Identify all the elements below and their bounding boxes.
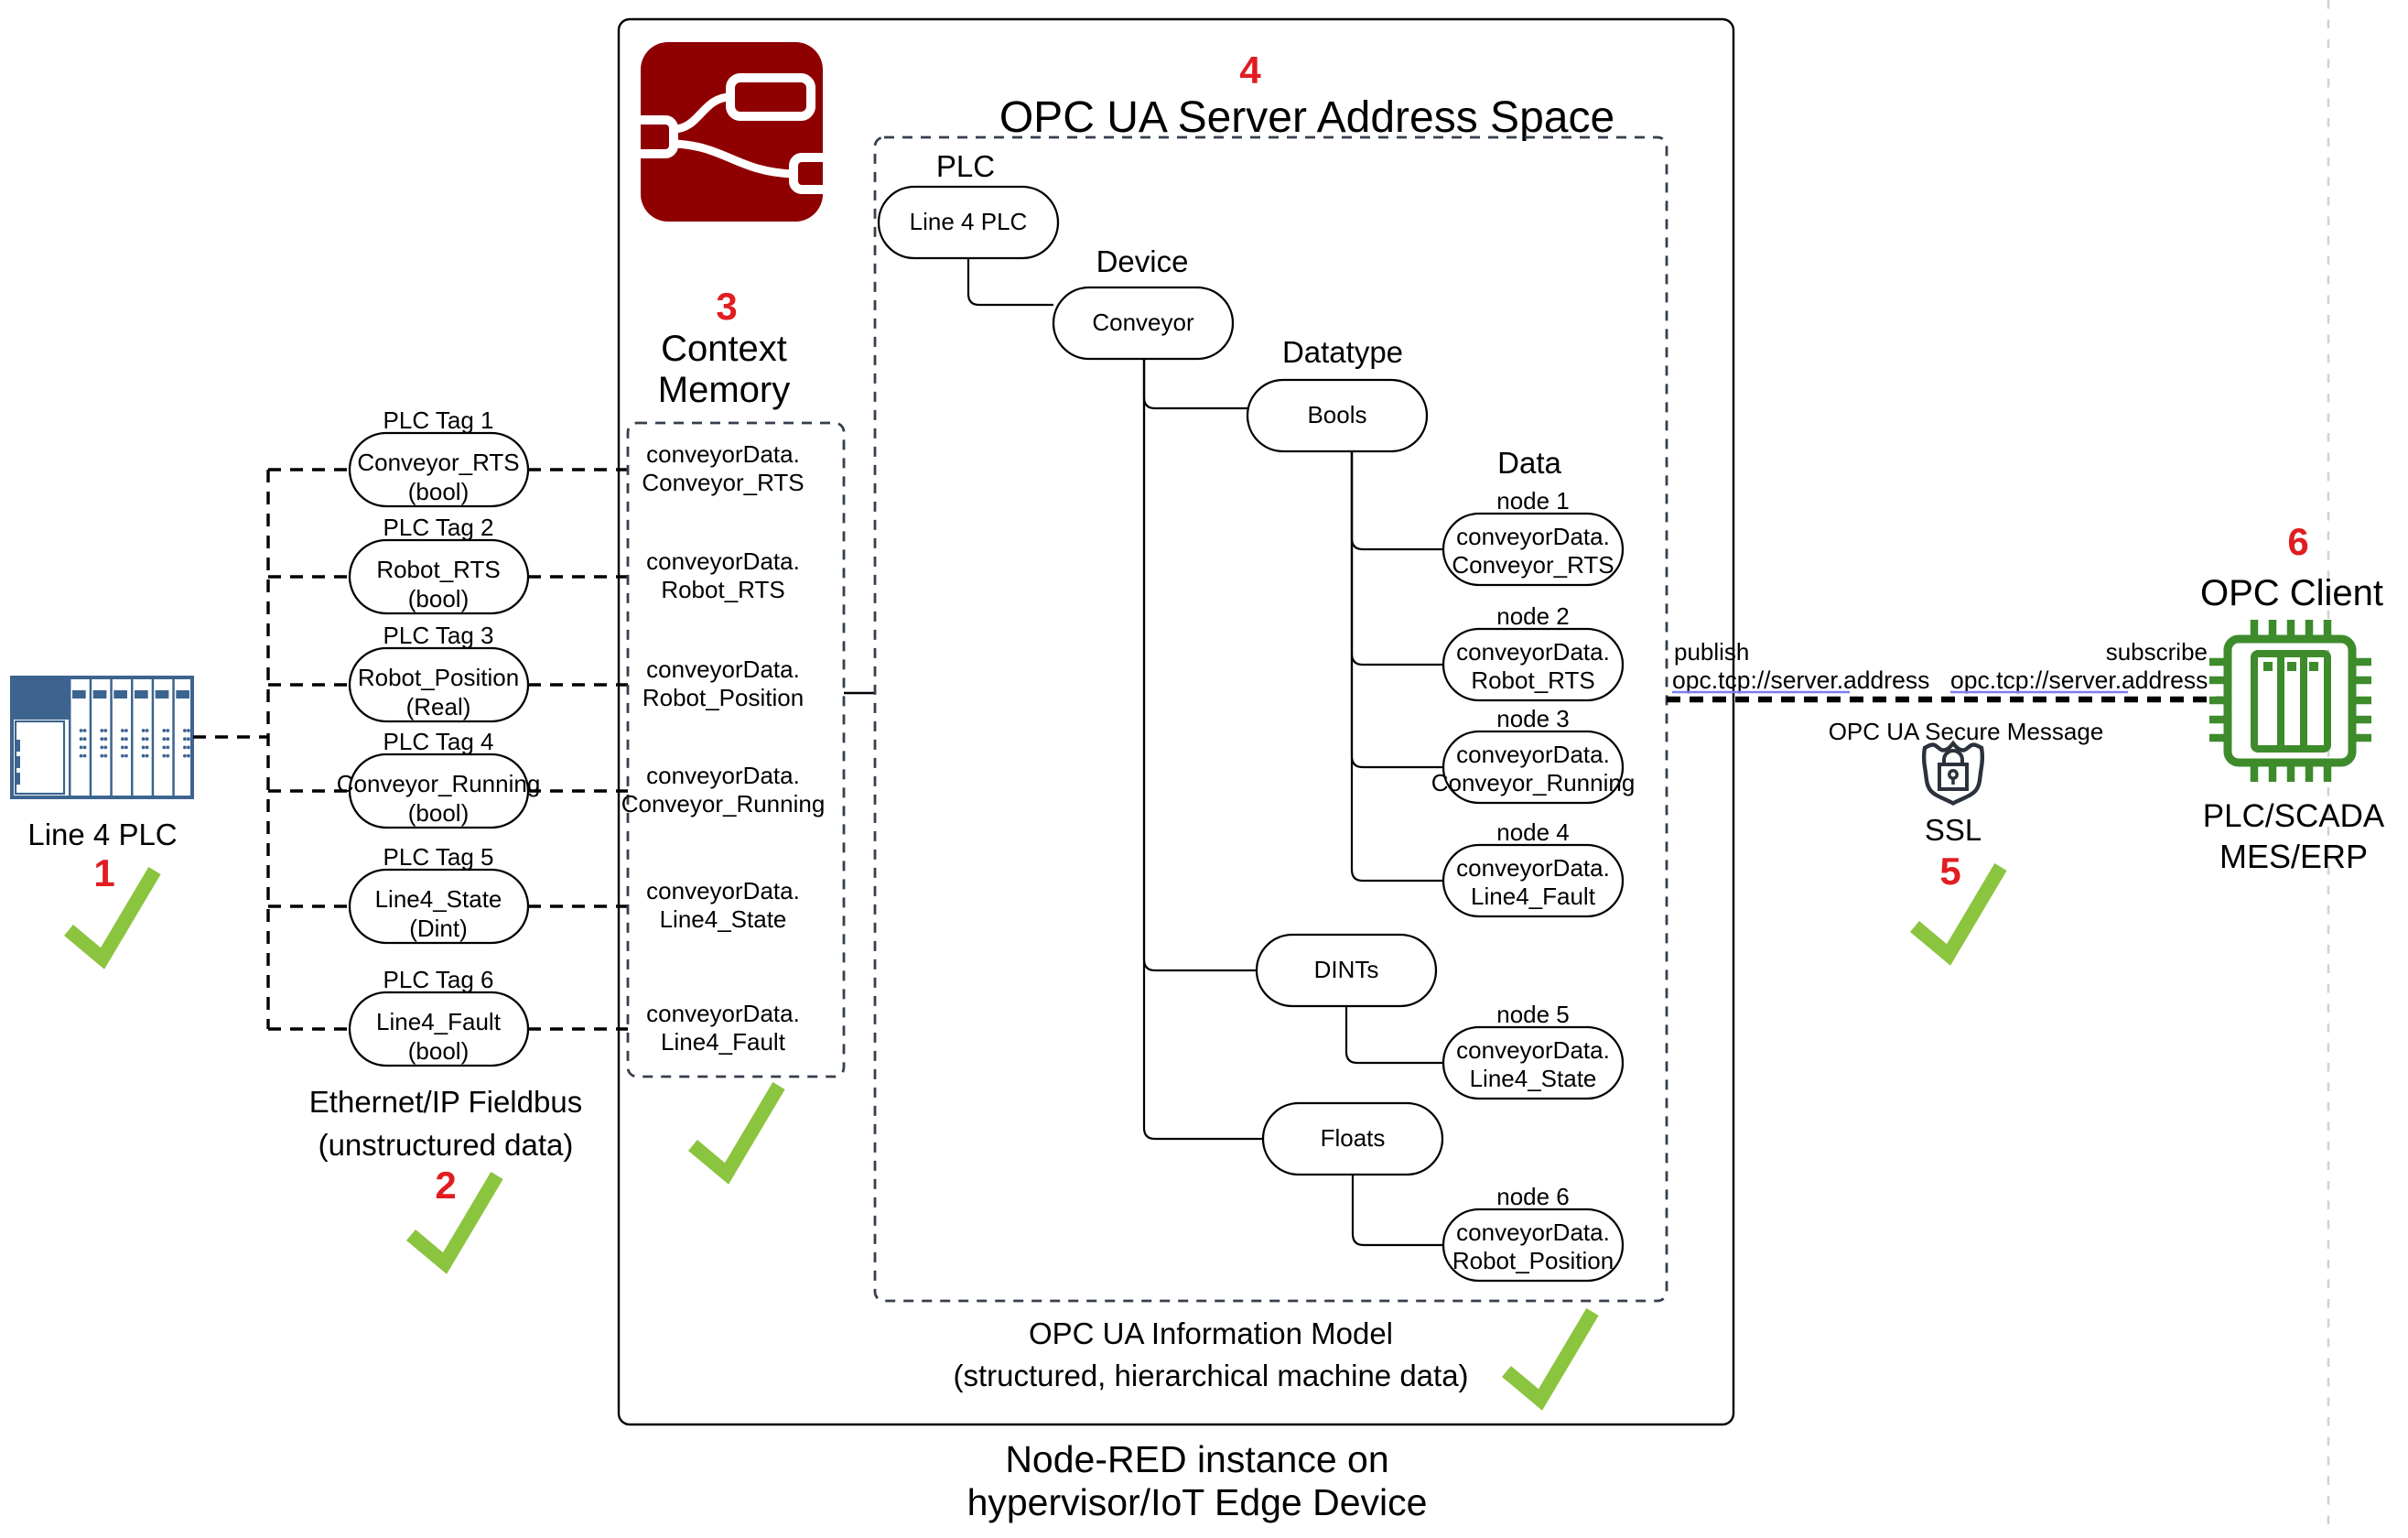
svg-text:node 6: node 6 xyxy=(1496,1183,1570,1210)
svg-text:(bool): (bool) xyxy=(408,1037,469,1065)
svg-text:conveyorData.: conveyorData. xyxy=(646,547,800,575)
svg-text:node 3: node 3 xyxy=(1496,705,1570,732)
svg-text:DINTs: DINTs xyxy=(1314,956,1379,983)
svg-text:node 5: node 5 xyxy=(1496,1001,1570,1028)
svg-text:OPC UA Server Address Space: OPC UA Server Address Space xyxy=(999,93,1614,142)
svg-text:subscribe: subscribe xyxy=(2106,638,2208,666)
svg-text:Robot_Position: Robot_Position xyxy=(642,684,804,711)
svg-text:node 4: node 4 xyxy=(1496,818,1570,846)
svg-text:(bool): (bool) xyxy=(408,799,469,827)
svg-text:Line 4 PLC: Line 4 PLC xyxy=(27,818,177,851)
svg-text:conveyorData.: conveyorData. xyxy=(1456,854,1610,882)
svg-text:conveyorData.: conveyorData. xyxy=(646,1000,800,1027)
svg-text:Memory: Memory xyxy=(658,370,790,410)
svg-text:OPC UA Secure Message: OPC UA Secure Message xyxy=(1829,718,2104,745)
svg-text:Data: Data xyxy=(1497,446,1561,480)
svg-text:Line4_State: Line4_State xyxy=(1470,1065,1597,1092)
svg-text:OPC Client: OPC Client xyxy=(2200,573,2383,613)
svg-text:Floats: Floats xyxy=(1321,1124,1386,1152)
svg-text:(bool): (bool) xyxy=(408,585,469,612)
svg-text:Conveyor: Conveyor xyxy=(1092,309,1194,336)
svg-text:6: 6 xyxy=(2287,520,2308,563)
svg-text:node 2: node 2 xyxy=(1496,602,1570,630)
svg-text:Conveyor_Running: Conveyor_Running xyxy=(621,790,826,818)
svg-text:OPC UA Information Model: OPC UA Information Model xyxy=(1029,1316,1393,1350)
svg-text:(Dint): (Dint) xyxy=(409,915,468,942)
svg-text:Line4_State: Line4_State xyxy=(660,905,787,933)
svg-text:opc.tcp://server.address: opc.tcp://server.address xyxy=(1950,666,2208,694)
svg-text:2: 2 xyxy=(435,1164,456,1207)
svg-text:Ethernet/IP Fieldbus: Ethernet/IP Fieldbus xyxy=(309,1085,582,1119)
svg-text:(Real): (Real) xyxy=(406,693,471,720)
svg-text:conveyorData.: conveyorData. xyxy=(646,655,800,683)
svg-text:Robot_Position: Robot_Position xyxy=(1452,1247,1614,1274)
svg-text:Datatype: Datatype xyxy=(1282,335,1403,369)
svg-text:(unstructured data): (unstructured data) xyxy=(319,1128,574,1162)
svg-text:4: 4 xyxy=(1239,49,1261,92)
svg-text:PLC Tag 2: PLC Tag 2 xyxy=(383,514,494,541)
svg-text:conveyorData.: conveyorData. xyxy=(1456,1036,1610,1064)
svg-text:(bool): (bool) xyxy=(408,478,469,505)
svg-text:Conveyor_Running: Conveyor_Running xyxy=(337,770,541,797)
svg-text:Bools: Bools xyxy=(1307,401,1366,428)
svg-text:conveyorData.: conveyorData. xyxy=(1456,741,1610,768)
svg-text:conveyorData.: conveyorData. xyxy=(646,762,800,789)
svg-text:MES/ERP: MES/ERP xyxy=(2219,838,2368,875)
svg-text:PLC Tag 4: PLC Tag 4 xyxy=(383,728,494,755)
svg-text:Robot_RTS: Robot_RTS xyxy=(1471,666,1594,694)
svg-text:conveyorData.: conveyorData. xyxy=(646,440,800,468)
svg-text:conveyorData.: conveyorData. xyxy=(1456,523,1610,550)
svg-text:conveyorData.: conveyorData. xyxy=(1456,638,1610,666)
svg-text:PLC/SCADA: PLC/SCADA xyxy=(2203,798,2385,834)
svg-text:conveyorData.: conveyorData. xyxy=(646,877,800,904)
svg-text:PLC Tag 3: PLC Tag 3 xyxy=(383,622,494,649)
svg-text:Context: Context xyxy=(661,329,787,369)
svg-text:PLC Tag 6: PLC Tag 6 xyxy=(383,966,494,993)
svg-text:1: 1 xyxy=(93,851,114,894)
svg-text:5: 5 xyxy=(1939,850,1960,893)
svg-text:PLC: PLC xyxy=(936,149,995,183)
svg-text:hypervisor/IoT Edge Device: hypervisor/IoT Edge Device xyxy=(967,1481,1428,1523)
svg-text:(structured, hierarchical mach: (structured, hierarchical machine data) xyxy=(953,1359,1468,1392)
svg-text:Line4_Fault: Line4_Fault xyxy=(661,1028,786,1056)
svg-text:Robot_RTS: Robot_RTS xyxy=(376,556,500,583)
svg-text:Robot_RTS: Robot_RTS xyxy=(661,576,784,603)
svg-text:PLC Tag 1: PLC Tag 1 xyxy=(383,406,494,434)
svg-text:Line 4 PLC: Line 4 PLC xyxy=(910,208,1028,235)
svg-text:Device: Device xyxy=(1096,244,1189,278)
svg-text:Node-RED instance on: Node-RED instance on xyxy=(1005,1438,1388,1480)
svg-text:Line4_Fault: Line4_Fault xyxy=(1471,883,1596,910)
svg-text:Line4_Fault: Line4_Fault xyxy=(376,1008,502,1035)
svg-text:3: 3 xyxy=(716,285,737,328)
svg-text:SSL: SSL xyxy=(1925,813,1981,847)
svg-text:PLC Tag 5: PLC Tag 5 xyxy=(383,843,494,871)
svg-text:node 1: node 1 xyxy=(1496,487,1570,514)
svg-text:Conveyor_RTS: Conveyor_RTS xyxy=(357,449,519,476)
svg-text:Conveyor_Running: Conveyor_Running xyxy=(1431,769,1636,796)
svg-text:opc.tcp://server.address: opc.tcp://server.address xyxy=(1672,666,1929,694)
svg-text:Line4_State: Line4_State xyxy=(375,885,502,913)
svg-text:Conveyor_RTS: Conveyor_RTS xyxy=(1452,551,1614,579)
svg-text:Conveyor_RTS: Conveyor_RTS xyxy=(642,469,804,496)
svg-text:conveyorData.: conveyorData. xyxy=(1456,1218,1610,1246)
svg-text:Robot_Position: Robot_Position xyxy=(358,664,519,691)
svg-text:publish: publish xyxy=(1674,638,1749,666)
